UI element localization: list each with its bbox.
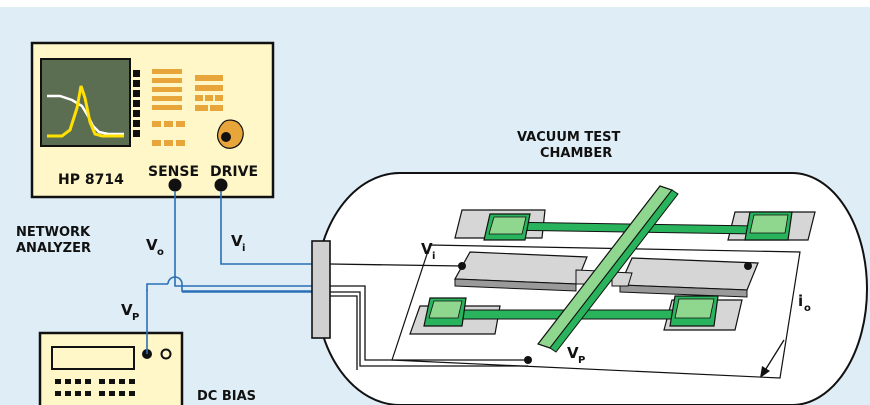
signal-wires <box>146 191 312 354</box>
label-io: i o <box>798 292 811 314</box>
anchor-back-right <box>744 211 793 241</box>
sense-port <box>168 178 182 192</box>
svg-text:V: V <box>121 301 133 319</box>
label-vi-left: V i <box>231 232 245 254</box>
bias-ground-terminal <box>160 348 172 360</box>
top-border <box>0 0 870 7</box>
svg-text:V: V <box>421 240 433 258</box>
control-keypad <box>195 75 223 111</box>
chamber-title-line1: VACUUM TEST <box>517 130 620 145</box>
chamber-wires <box>329 263 528 370</box>
mems-resonator <box>391 185 816 379</box>
substrate-outline <box>391 244 801 379</box>
vp-internal-wire <box>330 285 528 361</box>
output-current-arrow <box>763 339 785 373</box>
io-contact <box>744 262 752 270</box>
label-vp-right: V P <box>567 344 585 366</box>
right-sense-electrode <box>619 257 759 291</box>
sense-port-label: SENSE <box>148 164 199 180</box>
bias-display <box>51 346 135 370</box>
function-buttons <box>152 121 185 146</box>
label-vp-left: V P <box>121 301 139 323</box>
svg-text:o: o <box>804 303 811 314</box>
dc-bias-label: DC BIAS <box>197 389 256 404</box>
left-drive-electrode <box>454 251 588 285</box>
vi-internal-wire <box>329 263 463 267</box>
screen-softkeys <box>133 70 140 137</box>
anchor-front-left <box>423 297 467 327</box>
svg-text:V: V <box>567 344 579 362</box>
sense-wire <box>174 191 312 287</box>
vi-contact <box>458 262 466 270</box>
dc-bias-supply <box>38 331 184 405</box>
chamber-title-line2: CHAMBER <box>540 146 612 161</box>
svg-text:i: i <box>242 243 245 254</box>
analyzer-name-line1: NETWORK <box>16 225 91 240</box>
analyzer-model-label: HP 8714 <box>58 172 124 188</box>
svg-text:P: P <box>578 355 585 366</box>
drive-port-label: DRIVE <box>210 164 258 180</box>
svg-text:i: i <box>432 251 435 262</box>
anchor-back-left <box>483 213 531 241</box>
vp-contact <box>524 356 532 364</box>
drive-wire <box>220 191 312 265</box>
svg-text:V: V <box>231 232 243 250</box>
label-vi-right: V i <box>421 240 435 262</box>
anchor-front-right <box>669 295 719 327</box>
analyzer-name-line2: ANALYZER <box>16 241 91 256</box>
svg-text:o: o <box>157 247 164 258</box>
svg-text:i: i <box>798 292 803 310</box>
svg-text:V: V <box>146 236 158 254</box>
bias-keypad <box>55 379 135 396</box>
control-bars <box>152 69 182 110</box>
vacuum-feedthrough <box>311 240 331 339</box>
tuning-knob-icon <box>217 119 244 149</box>
resonance-trace <box>47 85 124 138</box>
label-vo: V o <box>146 236 164 258</box>
bias-wire <box>146 283 168 354</box>
network-analyzer: HP 8714 SENSE DRIVE <box>30 41 275 199</box>
svg-text:P: P <box>132 312 139 323</box>
drive-port <box>214 178 228 192</box>
